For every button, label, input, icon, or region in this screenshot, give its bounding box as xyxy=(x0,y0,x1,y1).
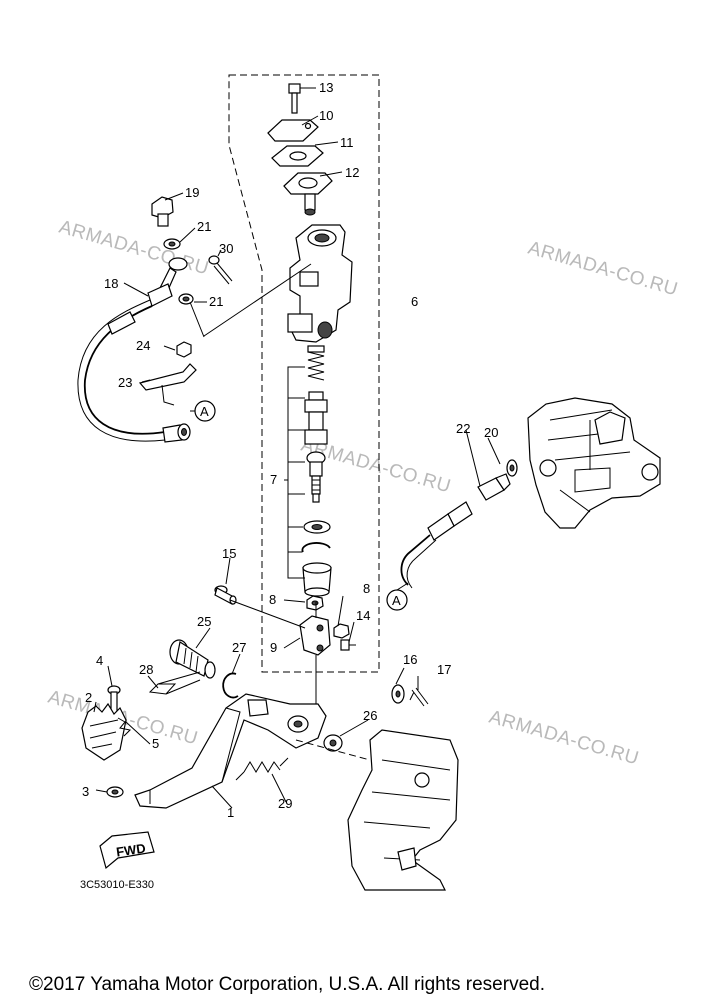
callout-7: 7 xyxy=(270,472,277,487)
callout-11: 11 xyxy=(340,135,354,150)
piston xyxy=(306,451,326,503)
brake-hose-18 xyxy=(77,257,191,443)
callout-13: 13 xyxy=(319,80,333,95)
circlip xyxy=(301,542,331,553)
callout-2: 2 xyxy=(85,690,92,705)
washer-16 xyxy=(391,684,405,704)
callout-26: 26 xyxy=(363,708,377,723)
bolt-13 xyxy=(288,83,301,114)
callout-10: 10 xyxy=(319,108,333,123)
callout-4: 4 xyxy=(96,653,103,668)
brake-pipe xyxy=(400,501,473,589)
callout-24: 24 xyxy=(136,338,150,353)
washer-3 xyxy=(106,786,124,798)
callout-28: 28 xyxy=(139,662,153,677)
piston-cup xyxy=(304,391,328,445)
callout-29: 29 xyxy=(278,796,292,811)
callout-25: 25 xyxy=(197,614,211,629)
nut-8 xyxy=(306,595,324,611)
circlip-27 xyxy=(222,672,239,699)
pin-4 xyxy=(107,685,121,715)
footrest-2 xyxy=(81,702,127,761)
fwd-label: FWD xyxy=(115,841,146,860)
callout-a: A xyxy=(392,593,401,608)
watermark: ARMADA-CO.RU xyxy=(487,707,642,770)
clamp-23 xyxy=(138,363,197,406)
plate-11 xyxy=(271,145,324,167)
callout-27: 27 xyxy=(232,640,246,655)
callout-19: 19 xyxy=(185,185,199,200)
callout-22: 22 xyxy=(456,421,470,436)
seal-washer xyxy=(303,520,331,534)
fwd-arrow-icon: FWD xyxy=(99,831,155,870)
master-cylinder-assembly-boundary xyxy=(228,74,380,673)
callout-12: 12 xyxy=(345,165,359,180)
copyright: ©2017 Yamaha Motor Corporation, U.S.A. A… xyxy=(29,974,545,995)
spring-5 xyxy=(117,717,132,737)
watermark: ARMADA-CO.RU xyxy=(57,217,212,280)
callout-14: 14 xyxy=(356,608,370,623)
callout-5: 5 xyxy=(152,736,159,751)
ref-a-leaders xyxy=(190,410,409,591)
rear-brake-caliper xyxy=(527,397,661,529)
master-cylinder-body xyxy=(287,224,353,343)
callout-16: 16 xyxy=(403,652,417,667)
spring xyxy=(307,345,325,381)
cap-10 xyxy=(267,119,319,142)
brake-pedal-1 xyxy=(134,693,327,809)
washer-26 xyxy=(323,734,343,752)
washer-21b xyxy=(178,293,194,305)
cotter-pin-17 xyxy=(409,687,429,707)
callout-17: 17 xyxy=(437,662,451,677)
pin-14 xyxy=(340,639,356,651)
clevis-9 xyxy=(299,615,331,656)
bolt-30 xyxy=(208,255,233,285)
cotter-pin-28 xyxy=(148,671,201,695)
callout-6: 6 xyxy=(411,294,418,309)
bolt-25 xyxy=(169,639,216,679)
callout-21: 21 xyxy=(197,219,211,234)
bolt-19 xyxy=(151,196,174,227)
union-bolt-22 xyxy=(477,473,511,501)
pin-15 xyxy=(214,585,237,605)
callout-18: 18 xyxy=(104,276,118,291)
watermark: ARMADA-CO.RU xyxy=(526,238,681,301)
diagram-code: 3C53010-E330 xyxy=(80,879,154,891)
callout-30: 30 xyxy=(219,241,233,256)
callout-15: 15 xyxy=(222,546,236,561)
callout-3: 3 xyxy=(82,784,89,799)
diaphragm-12 xyxy=(283,172,333,216)
callout-9: 9 xyxy=(270,640,277,655)
spring-29 xyxy=(235,757,289,781)
callout-21: 21 xyxy=(209,294,223,309)
callout-a: A xyxy=(200,404,209,419)
bolt-24 xyxy=(176,341,192,358)
washer-21a xyxy=(163,238,181,250)
callout-23: 23 xyxy=(118,375,132,390)
callout-8: 8 xyxy=(269,592,276,607)
part-7-bracket xyxy=(287,366,305,579)
leader-lines xyxy=(189,263,317,712)
nut-8b xyxy=(333,623,350,639)
boot xyxy=(302,562,332,597)
callout-20: 20 xyxy=(484,425,498,440)
callout-1: 1 xyxy=(227,805,234,820)
frame-bracket xyxy=(295,729,459,891)
washer-20 xyxy=(506,459,518,477)
callout-8: 8 xyxy=(363,581,370,596)
callout-labels: 13 10 11 12 19 21 30 18 21 6 24 23 A 20 … xyxy=(82,80,498,820)
callout-leaders xyxy=(93,87,501,809)
